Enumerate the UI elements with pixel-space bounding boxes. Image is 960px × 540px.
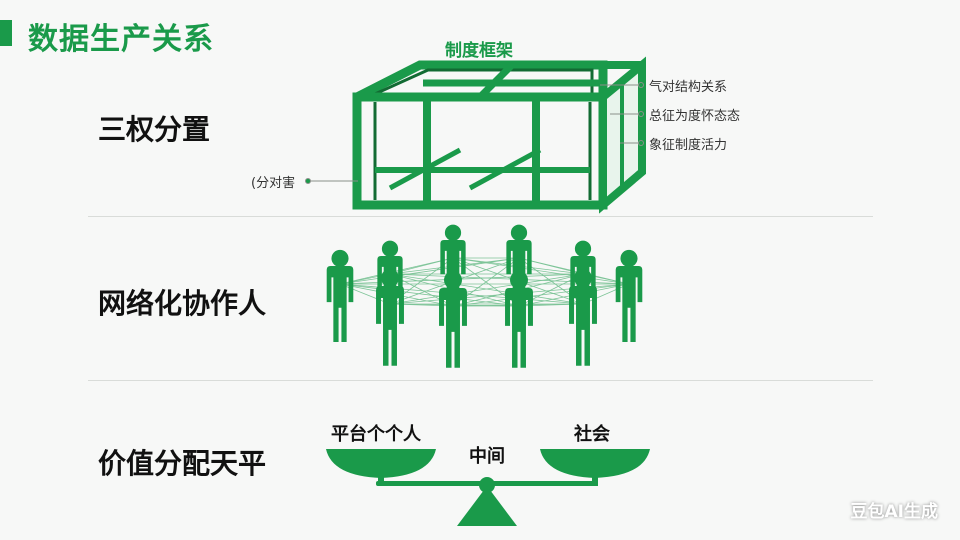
divider-top	[88, 216, 873, 217]
callout-dot-1	[638, 82, 644, 88]
network-link	[389, 273, 584, 305]
callout-dot-2	[638, 111, 644, 117]
scale-center-label: 中间	[469, 446, 505, 467]
network-link	[339, 283, 391, 305]
watermark: 豆包AI生成	[850, 502, 938, 522]
row-label-network: 网络化协作人	[98, 287, 267, 320]
network-link	[582, 283, 630, 305]
scale-left-pan	[326, 449, 436, 478]
person-icon	[326, 249, 354, 342]
callout-dot-3	[638, 140, 644, 146]
callout-dot-left	[305, 178, 311, 184]
network-link	[339, 283, 520, 307]
scale-left-stem	[378, 472, 384, 486]
person-icon	[439, 271, 467, 368]
scale-right-label: 社会	[574, 424, 610, 445]
network-link	[452, 283, 630, 307]
row-label-tripartite: 三权分置	[98, 113, 211, 146]
row-label-scale: 价值分配天平	[98, 447, 267, 480]
person-icon	[569, 269, 597, 366]
page-title: 数据生产关系	[28, 22, 214, 57]
callout-right-2: 总征为度怀态态	[649, 109, 741, 124]
scale-base	[457, 486, 517, 526]
network-link	[452, 257, 630, 285]
person-icon	[505, 271, 533, 368]
divider-bottom	[88, 380, 873, 381]
callout-right-3: 象征制度活力	[649, 138, 728, 153]
title-accent-bar	[0, 20, 12, 46]
scale-pivot	[479, 477, 495, 493]
scale-right-pan	[540, 449, 650, 478]
scale-left-label: 平台个个人	[331, 424, 421, 445]
callout-right-1: 气对结构关系	[649, 80, 728, 95]
framework-title: 制度框架	[445, 41, 513, 61]
network-link	[339, 257, 454, 285]
person-icon	[376, 269, 404, 366]
callout-left: (分对害	[251, 176, 296, 191]
scale-right-stem	[592, 472, 598, 486]
